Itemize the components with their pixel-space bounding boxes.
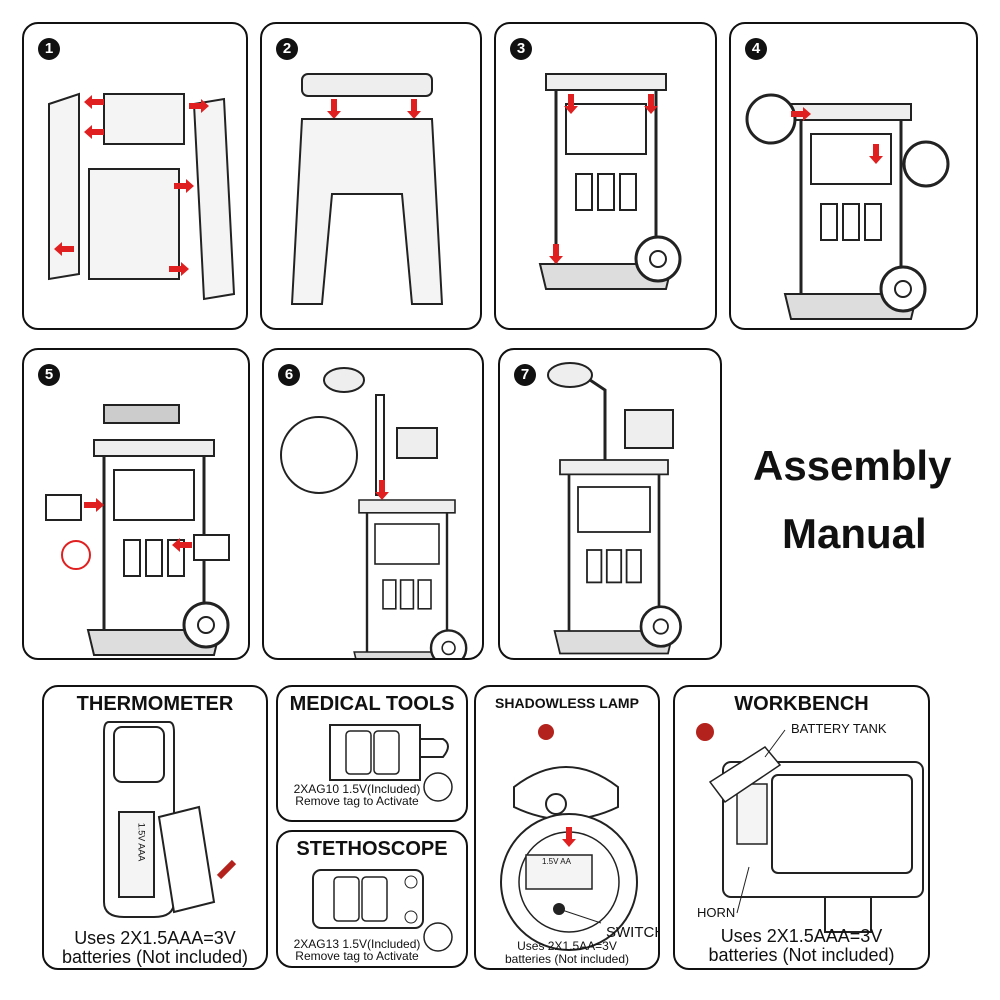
thermometer-note-2: batteries (Not included) [61,947,249,967]
step-number: 5 [38,364,60,386]
stethoscope-title: STETHOSCOPE [296,838,448,860]
step-3-panel: 3 [494,22,717,330]
step-number: 1 [38,38,60,60]
step-number: 6 [278,364,300,386]
workbench-note-1: Uses 2X1.5AAA=3V [720,926,883,946]
manual-title-line1: Assembly [753,442,952,489]
lamp-title: SHADOWLESS LAMP [495,695,639,711]
step-number: 7 [514,364,536,386]
thermometer-title: THERMOMETER [76,693,234,715]
manual-title-line2: Manual [782,510,927,557]
lamp-note-1: Uses 2X1.5AA=3V [517,939,617,953]
step-4-illustration [745,93,950,321]
medical-tools-note-1: 2XAG10 1.5V(Included) [293,782,421,796]
step-5-panel: 5 [22,348,250,660]
step-6-panel: 6 [262,348,484,660]
battery-label: 1.5V AAA [136,822,147,862]
battery-tank-label: BATTERY TANK [791,721,887,736]
medical-tools-note-2: Remove tag to Activate [295,794,419,808]
medical-tools-panel: MEDICAL TOOLS 2XAG10 1.5V(Included) Remo… [276,685,468,822]
workbench-illustration [696,723,924,933]
stethoscope-battery-diagram [312,869,453,952]
stethoscope-note-1: 2XAG13 1.5V(Included) [293,937,421,951]
lamp-illustration [500,724,638,951]
step-7-illustration [547,362,682,655]
horn-label: HORN [697,905,736,920]
shadowless-lamp-panel: SHADOWLESS LAMP 1.5V AA SWITCH Uses 2X1.… [474,685,660,970]
step-7-panel: 7 [498,348,722,660]
step-2-panel: 2 [260,22,482,330]
step-1-illustration [48,92,236,301]
stethoscope-note-2: Remove tag to Activate [295,949,419,963]
lamp-note-2: batteries (Not included) [504,952,630,966]
medical-tools-battery-diagram [329,724,453,802]
thermometer-note-1: Uses 2X1.5AAA=3V [74,928,236,948]
workbench-title: WORKBENCH [734,693,869,715]
thermometer-illustration [103,721,237,918]
medical-tools-title: MEDICAL TOOLS [289,693,455,715]
workbench-note-2: batteries (Not included) [708,945,895,965]
switch-label: SWITCH [606,924,660,941]
step-3-illustration [538,72,682,291]
step-5-illustration [45,404,230,657]
step-4-panel: 4 [729,22,978,330]
step-number: 3 [510,38,532,60]
lamp-battery-label: 1.5V AA [542,857,571,866]
workbench-panel: WORKBENCH BATTERY TANK HORN Uses 2X1.5AA… [673,685,930,970]
step-6-illustration [280,367,468,658]
step-2-illustration [290,73,444,305]
stethoscope-panel: STETHOSCOPE 2XAG13 1.5V(Included) Remove… [276,830,468,968]
step-number: 2 [276,38,298,60]
thermometer-panel: THERMOMETER 1.5V AAA Uses 2X1.5AAA=3V ba… [42,685,268,970]
step-number: 4 [745,38,767,60]
step-1-panel: 1 [22,22,248,330]
